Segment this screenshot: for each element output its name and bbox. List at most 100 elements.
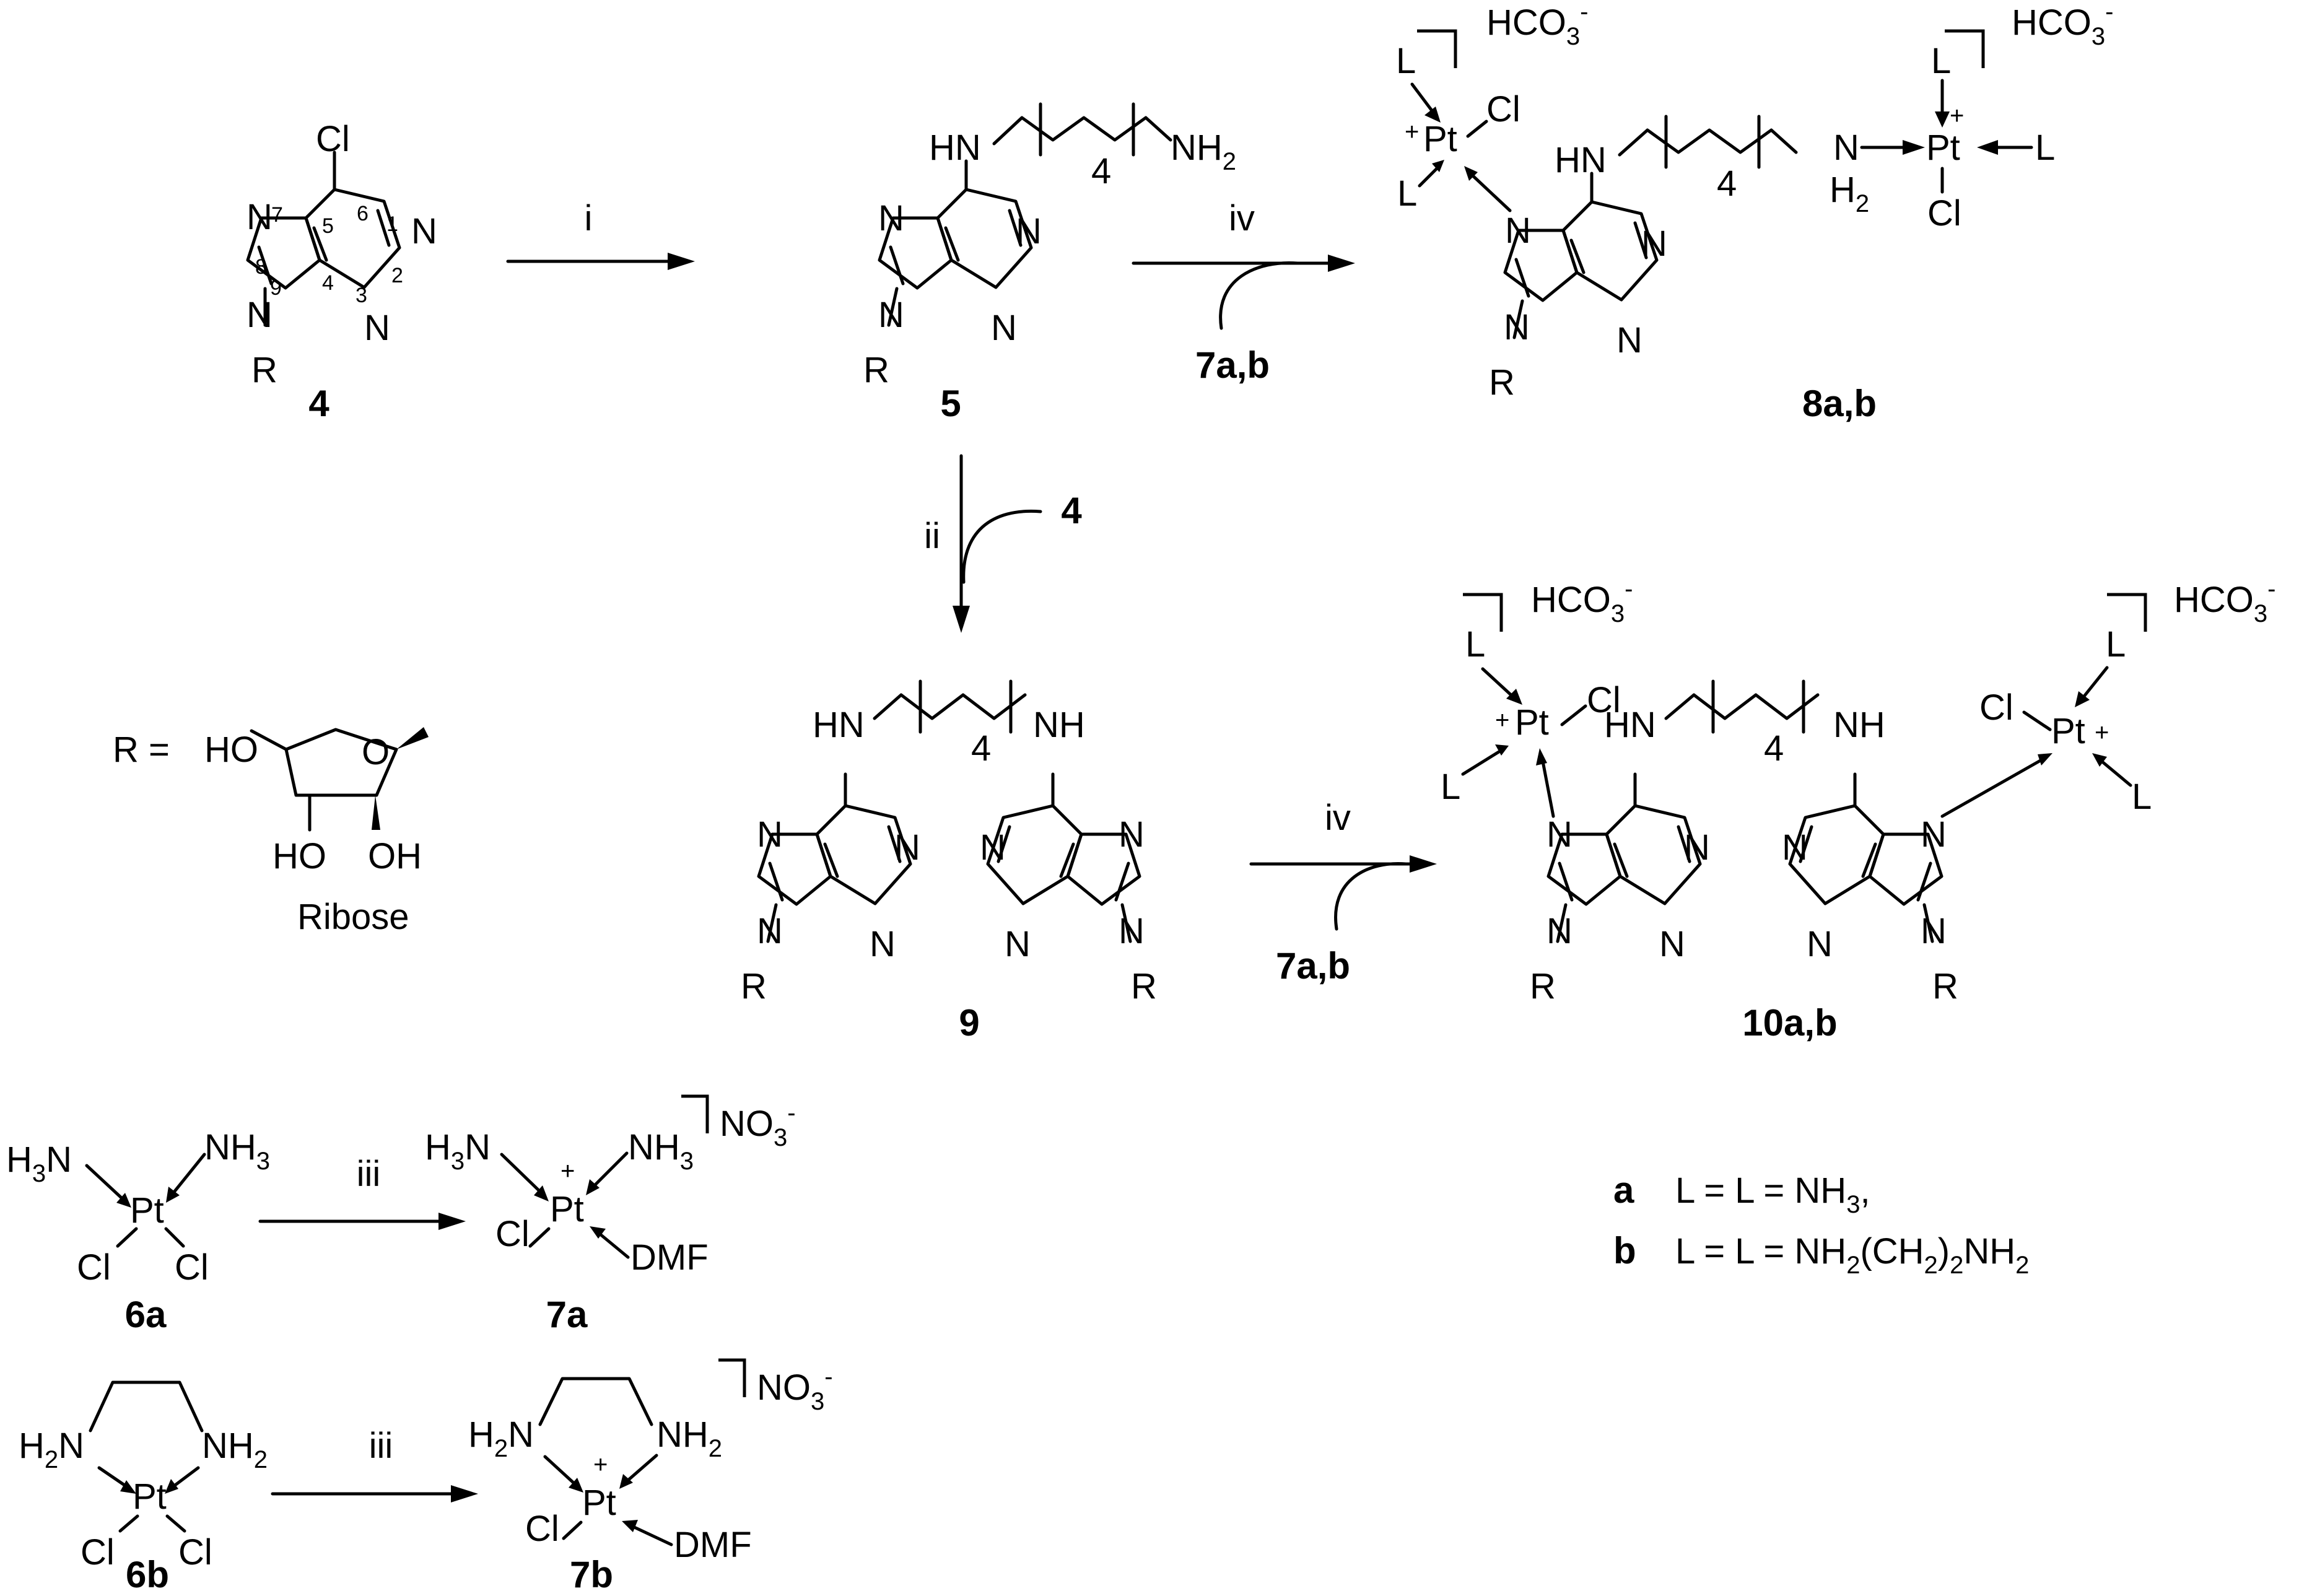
atom-nh: NH xyxy=(1833,705,1885,745)
atom-h3n: H3N xyxy=(425,1127,491,1175)
num-6: 6 xyxy=(357,202,369,225)
label-7a: 7a xyxy=(546,1294,588,1335)
atom-pt: Pt xyxy=(1515,702,1549,743)
label-5: 5 xyxy=(940,383,961,424)
atom-n3: N xyxy=(1616,320,1642,360)
reagent-iv: iv xyxy=(1229,198,1255,238)
atom-n9: N xyxy=(1546,911,1573,951)
label-8ab: 8a,b xyxy=(1802,383,1877,424)
compound-5: HN 4 NH2 N N N N R 5 xyxy=(863,102,1236,424)
charge-plus: + xyxy=(1405,118,1419,146)
atom-nh: NH xyxy=(1033,705,1085,745)
atom-n3: N xyxy=(870,924,896,964)
atom-nh2: NH2 xyxy=(1171,128,1236,175)
atom-r: R xyxy=(1131,966,1157,1006)
ribose-definition: R = O HO HO OH Ribose xyxy=(113,727,429,937)
arrow-iv-mid: iv 7a,b xyxy=(1249,798,1437,987)
atom-pt: Pt xyxy=(582,1483,616,1523)
atom-oh: OH xyxy=(368,836,422,876)
atom-h3n: H3N xyxy=(6,1140,72,1187)
atom-nh2: NH2 xyxy=(202,1426,268,1473)
charge-plus: + xyxy=(2095,719,2109,746)
label-9: 9 xyxy=(959,1002,979,1044)
compound-8ab: HN 4 N N N N R Pt + Cl L L HCO3- N H2 Pt… xyxy=(1396,0,2113,424)
arrow-iii-b: iii xyxy=(271,1426,478,1502)
atom-h2n: H2N xyxy=(468,1415,534,1462)
label-4: 4 xyxy=(308,383,329,424)
ligand-legend: a L = L = NH3, b L = L = NH2(CH2)2NH2 xyxy=(1613,1169,2029,1279)
ligand-dmf: DMF xyxy=(630,1237,709,1278)
atom-r: R xyxy=(251,350,277,390)
atom-n7: N xyxy=(246,197,273,237)
chain-count: 4 xyxy=(1091,151,1111,191)
atom-h2: H2 xyxy=(1830,170,1869,217)
atom-cl: Cl xyxy=(175,1247,209,1288)
ligand-l: L xyxy=(1465,624,1485,665)
reagent-i: i xyxy=(585,198,593,238)
compound-9: HN 4 NH N N N N R N N N N R 9 xyxy=(741,679,1157,1044)
atom-cl: Cl xyxy=(1927,193,1961,233)
atom-cl: Cl xyxy=(1979,687,2013,728)
atom-cl: Cl xyxy=(1587,680,1621,720)
counterion-hco3: HCO3- xyxy=(2174,575,2275,627)
ligand-l: L xyxy=(2132,777,2152,817)
ribose-caption: Ribose xyxy=(297,897,409,937)
atom-r: R xyxy=(1932,966,1958,1006)
legend-b-tag: b xyxy=(1613,1230,1636,1271)
reagent-iii: iii xyxy=(369,1426,393,1466)
atom-cl: Cl xyxy=(81,1532,115,1572)
compound-4: Cl N N N N R 1 2 3 4 5 6 7 8 9 4 xyxy=(246,119,437,424)
atom-cl: Cl xyxy=(77,1247,111,1288)
reagent-iv: iv xyxy=(1325,798,1351,838)
ligand-l: L xyxy=(1931,41,1951,81)
atom-n9: N xyxy=(1921,911,1947,951)
atom-n1: N xyxy=(411,211,437,251)
atom-n1: N xyxy=(1782,827,1808,868)
atom-r: R xyxy=(863,350,889,390)
atom-ho: HO xyxy=(204,730,258,770)
charge-plus: + xyxy=(561,1158,575,1185)
atom-h2n: H2N xyxy=(19,1426,84,1473)
label-7b: 7b xyxy=(570,1554,613,1595)
num-7: 7 xyxy=(271,203,283,227)
counterion-hco3: HCO3- xyxy=(2012,0,2113,50)
legend-a-tag: a xyxy=(1613,1169,1634,1211)
charge-plus: + xyxy=(593,1451,608,1478)
atom-n1: N xyxy=(980,827,1006,868)
label-6b: 6b xyxy=(126,1554,169,1595)
chain-count: 4 xyxy=(971,728,991,769)
atom-cl: Cl xyxy=(495,1214,530,1254)
arrow-ii: ii 4 xyxy=(924,454,1082,633)
atom-n7: N xyxy=(757,814,783,855)
atom-n: N xyxy=(1833,128,1859,168)
atom-n7: N xyxy=(1505,211,1531,251)
ligand-l: L xyxy=(2106,624,2126,665)
atom-n9: N xyxy=(878,295,904,335)
ligand-l: L xyxy=(1396,41,1416,81)
arrow-i: i xyxy=(506,198,695,270)
atom-pt: Pt xyxy=(550,1189,584,1229)
num-8: 8 xyxy=(255,255,267,279)
legend-a-text: L = L = NH3, xyxy=(1675,1171,1870,1218)
compound-7b: H2N NH2 Pt + Cl DMF NO3- 7b xyxy=(468,1358,833,1595)
atom-n7: N xyxy=(1546,814,1573,855)
label-10ab: 10a,b xyxy=(1742,1002,1837,1044)
atom-pt: Pt xyxy=(130,1190,164,1231)
atom-n1: N xyxy=(1016,211,1042,251)
ligand-l: L xyxy=(1397,173,1417,214)
compound-6b: H2N NH2 Pt Cl Cl 6b xyxy=(19,1380,268,1595)
atom-n3: N xyxy=(1005,924,1031,964)
atom-n9: N xyxy=(1119,911,1145,951)
atom-n9: N xyxy=(1504,307,1530,347)
compound-6a: H3N NH3 Pt Cl Cl 6a xyxy=(6,1127,270,1335)
atom-ho: HO xyxy=(273,836,326,876)
atom-nh3: NH3 xyxy=(628,1127,694,1175)
legend-b-text: L = L = NH2(CH2)2NH2 xyxy=(1675,1231,2029,1279)
atom-n1: N xyxy=(894,827,920,868)
counterion-no3: NO3- xyxy=(720,1099,796,1151)
r-equals: R = xyxy=(113,730,170,770)
atom-r: R xyxy=(741,966,767,1006)
atom-n7: N xyxy=(1921,814,1947,855)
atom-pt: Pt xyxy=(2051,711,2085,751)
